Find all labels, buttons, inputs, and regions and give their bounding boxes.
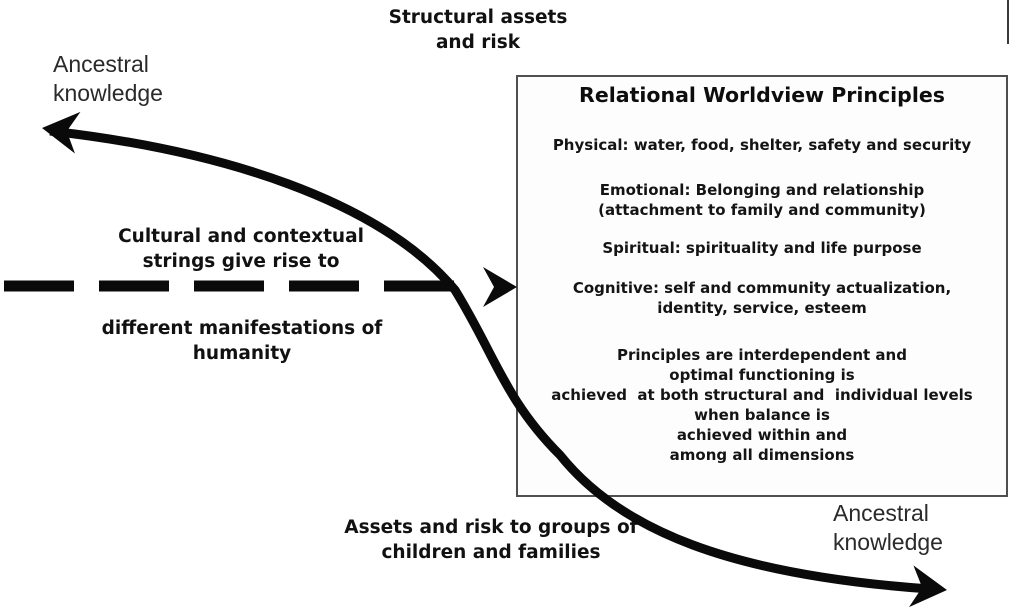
s-curve-arrowhead-bottom-right-icon [909, 565, 947, 608]
relational-worldview-principles-box: Relational Worldview Principles Physical… [516, 75, 1008, 497]
edge-artifact-line [1007, 0, 1009, 44]
principles-box-title: Relational Worldview Principles [579, 83, 945, 107]
principle-cognitive: Cognitive: self and community actualizat… [572, 279, 952, 317]
label-ancestral-knowledge-top-left: Ancestral knowledge [53, 51, 163, 106]
principle-interdependence-note: Principles are interdependent and optima… [551, 346, 973, 464]
principle-emotional: Emotional: Belonging and relationship (a… [598, 181, 926, 219]
label-structural-assets-and-risk: Structural assets and risk [388, 7, 568, 53]
dashed-arrowhead-icon [483, 267, 517, 307]
principle-spiritual: Spiritual: spirituality and life purpose [602, 239, 922, 257]
s-curve-arrowhead-top-left-icon [42, 111, 81, 154]
label-ancestral-knowledge-bottom-right: Ancestral knowledge [833, 500, 943, 555]
principle-physical: Physical: water, food, shelter, safety a… [552, 136, 972, 154]
label-cultural-contextual-strings: Cultural and contextual strings give ris… [118, 226, 364, 272]
label-different-manifestations: different manifestations of humanity [101, 318, 383, 364]
label-assets-risk-groups: Assets and risk to groups of children an… [344, 517, 638, 563]
